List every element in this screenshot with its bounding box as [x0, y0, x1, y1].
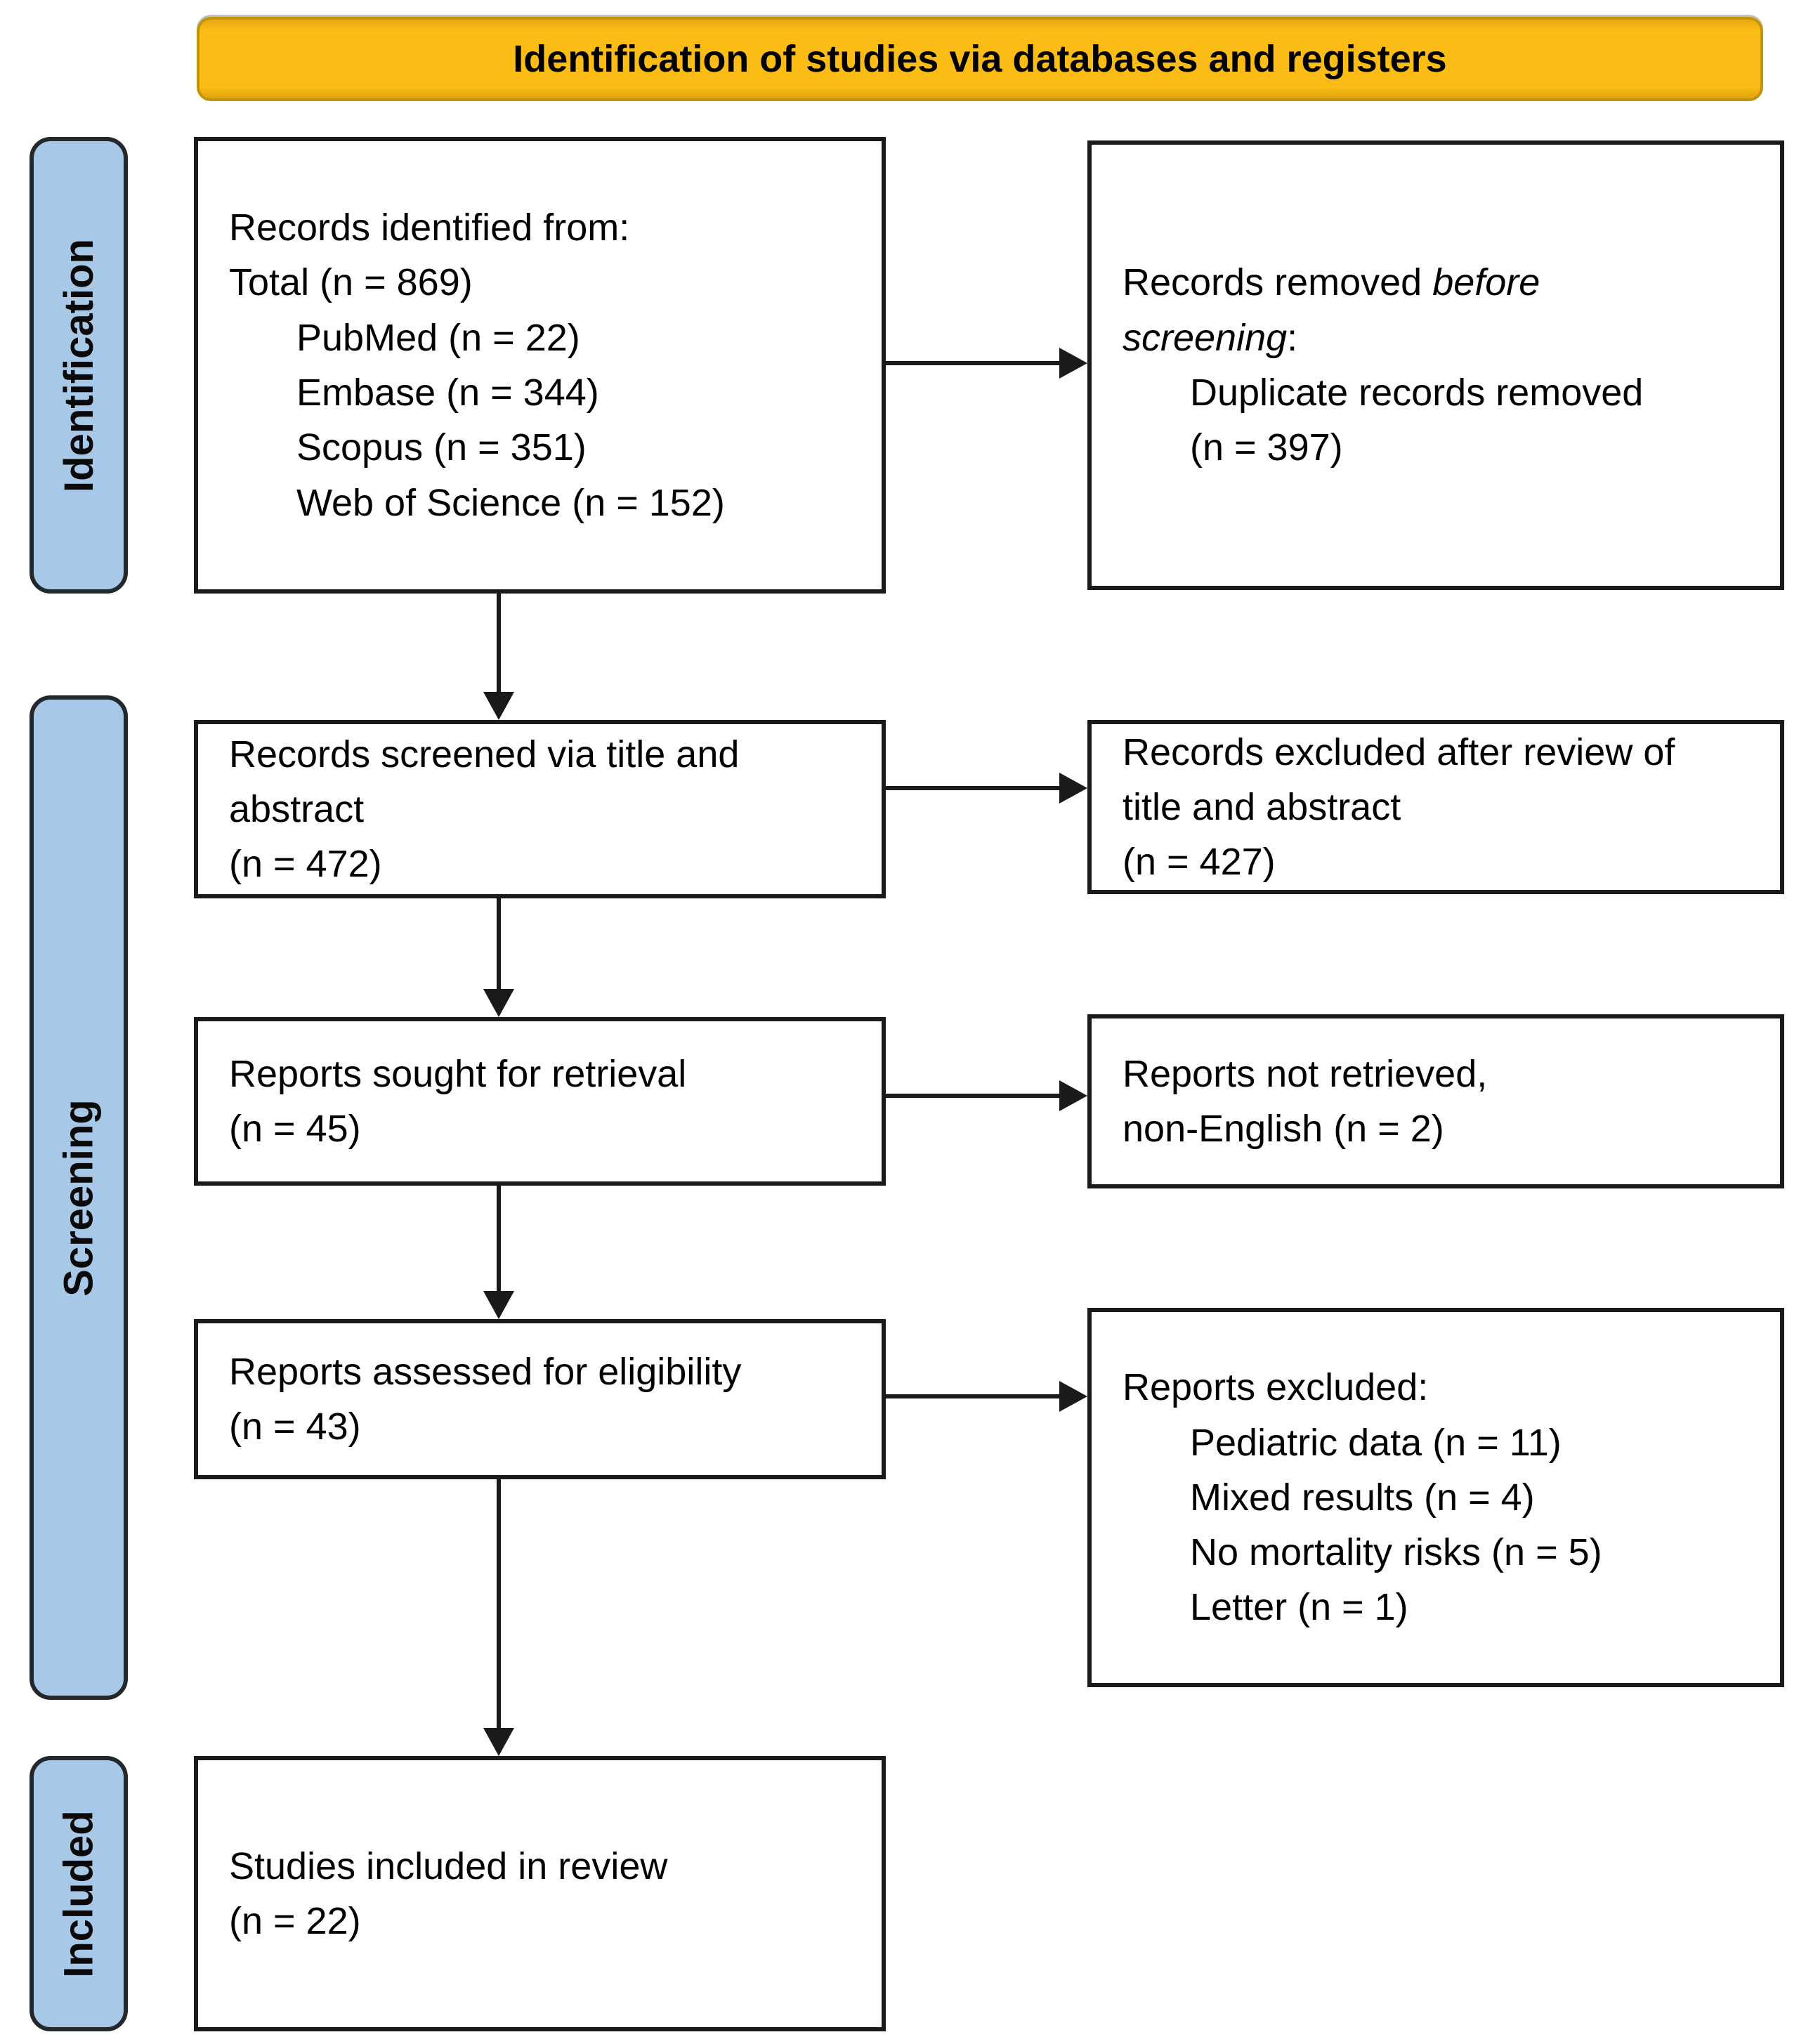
- box-text-line: screening:: [1123, 316, 1298, 359]
- box-text-line: Total (n = 869): [229, 261, 473, 304]
- box-text-line: Scopus (n = 351): [296, 426, 587, 469]
- box-text-line: Reports not retrieved,: [1123, 1052, 1488, 1095]
- box-records-identified: Records identified from: Total (n = 869) P…: [194, 137, 886, 594]
- box-reports-excluded: Reports excluded: Pediatric data (n = 11)…: [1087, 1308, 1784, 1687]
- box-text-line: (n = 427): [1123, 841, 1276, 884]
- sidebar-stage-label-included: Included: [55, 1809, 102, 1978]
- right-arrow-screened-to-excluded-icon: [886, 773, 1087, 804]
- box-reports-assessed-for-eligibility: Reports assessed for eligibility (n = 43): [194, 1319, 886, 1479]
- arrowhead-right-icon: [1059, 1080, 1087, 1111]
- arrowhead-down-icon: [483, 989, 514, 1017]
- arrowhead-down-icon: [483, 1728, 514, 1756]
- box-text-line: Studies included in review: [229, 1845, 668, 1887]
- sidebar-stage-label-identification: Identification: [55, 238, 102, 492]
- arrowhead-right-icon: [1059, 1381, 1087, 1412]
- box-text-line: Embase (n = 344): [296, 372, 599, 414]
- box-text-line: (n = 397): [1190, 426, 1343, 469]
- box-text-line: Reports excluded:: [1123, 1366, 1429, 1409]
- box-text-line: title and abstract: [1123, 785, 1401, 828]
- box-text-line: Reports sought for retrieval: [229, 1052, 687, 1095]
- banner-label: Identification of studies via databases …: [513, 38, 1447, 80]
- box-text-line: No mortality risks (n = 5): [1190, 1531, 1602, 1574]
- sidebar-stage-included: Included: [30, 1756, 128, 2031]
- arrowhead-right-icon: [1059, 773, 1087, 804]
- box-text-line: Duplicate records removed: [1190, 372, 1644, 414]
- arrowhead-right-icon: [1059, 348, 1087, 379]
- arrow-shaft: [886, 1094, 1062, 1098]
- box-text-line: Records identified from:: [229, 207, 630, 249]
- right-arrow-identified-to-removed-icon: [886, 348, 1087, 379]
- box-records-screened: Records screened via title and abstract (n…: [194, 720, 886, 898]
- sidebar-stage-label-screening: Screening: [55, 1099, 102, 1297]
- box-text-line: (n = 472): [229, 843, 382, 886]
- sidebar-stage-identification: Identification: [30, 137, 128, 594]
- arrow-shaft: [497, 594, 501, 695]
- arrow-shaft: [886, 786, 1062, 790]
- box-text-line: (n = 22): [229, 1900, 361, 1942]
- box-text-line: Letter (n = 1): [1190, 1586, 1408, 1629]
- box-text-line: Records removed before: [1123, 261, 1540, 304]
- arrowhead-down-icon: [483, 692, 514, 720]
- box-records-excluded-title-abstract: Records excluded after review of title an…: [1087, 720, 1784, 894]
- down-arrow-sought-to-assessed-icon: [483, 1186, 514, 1319]
- right-arrow-assessed-to-excluded-icon: [886, 1381, 1087, 1412]
- right-arrow-sought-to-not-retrieved-icon: [886, 1080, 1087, 1111]
- box-reports-not-retrieved: Reports not retrieved, non-English (n = 2…: [1087, 1014, 1784, 1188]
- box-text-line: Web of Science (n = 152): [296, 481, 725, 524]
- box-studies-included-in-review: Studies included in review (n = 22): [194, 1756, 886, 2031]
- box-text-line: Records excluded after review of: [1123, 731, 1675, 773]
- arrow-shaft: [497, 1479, 501, 1731]
- box-text-line: Reports assessed for eligibility: [229, 1350, 742, 1393]
- arrowhead-down-icon: [483, 1291, 514, 1319]
- box-text-line: Records screened via title and: [229, 733, 740, 775]
- box-text-line: (n = 43): [229, 1406, 361, 1448]
- box-reports-sought-for-retrieval: Reports sought for retrieval (n = 45): [194, 1017, 886, 1186]
- box-records-removed-before-screening: Records removed before screening: Duplicat…: [1087, 140, 1784, 590]
- box-text-line: PubMed (n = 22): [296, 316, 580, 359]
- arrow-shaft: [497, 1186, 501, 1294]
- box-text-line: Mixed results (n = 4): [1190, 1476, 1535, 1519]
- box-text-line: Pediatric data (n = 11): [1190, 1421, 1562, 1464]
- arrow-shaft: [886, 361, 1062, 365]
- down-arrow-screened-to-sought-icon: [483, 898, 514, 1017]
- banner-identification-of-studies: Identification of studies via databases …: [197, 17, 1763, 101]
- box-text-line: abstract: [229, 787, 365, 830]
- arrow-shaft: [497, 898, 501, 992]
- box-text-line: non-English (n = 2): [1123, 1108, 1444, 1150]
- sidebar-stage-screening: Screening: [30, 695, 128, 1700]
- arrow-shaft: [886, 1394, 1062, 1398]
- down-arrow-identified-to-screened-icon: [483, 594, 514, 720]
- down-arrow-assessed-to-included-icon: [483, 1479, 514, 1756]
- box-text-line: (n = 45): [229, 1108, 361, 1150]
